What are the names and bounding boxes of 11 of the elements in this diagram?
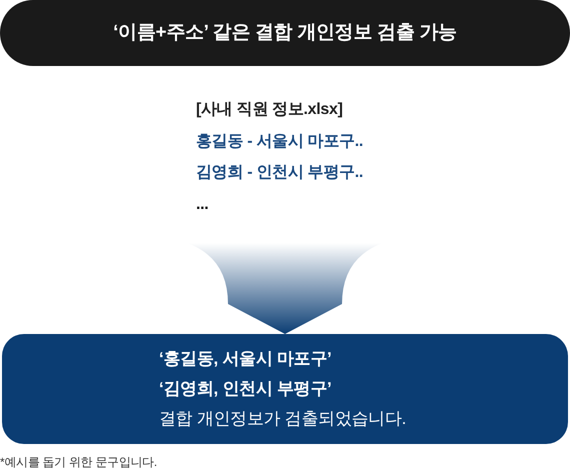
result-line: ‘김영희, 인천시 부평구’	[159, 378, 332, 400]
file-name-text: [사내 직원 정보.xlsx]	[196, 100, 343, 120]
footnote-text: *예시를 돕기 위한 문구입니다.	[0, 454, 157, 470]
record-text: 김영희 - 인천시 부평구..	[196, 163, 364, 183]
pill-text: ‘이름+주소’ 같은 결합 개인정보 검출 가능	[113, 21, 457, 45]
result-message: 결합 개인정보가 검출되었습니다.	[159, 408, 406, 430]
result-panel	[2, 334, 568, 444]
ellipsis-text: ...	[196, 194, 208, 214]
title-pill	[0, 0, 570, 66]
result-line: ‘홍길동, 서울시 마포구’	[159, 348, 332, 370]
record-text: 홍길동 - 서울시 마포구..	[196, 132, 364, 152]
